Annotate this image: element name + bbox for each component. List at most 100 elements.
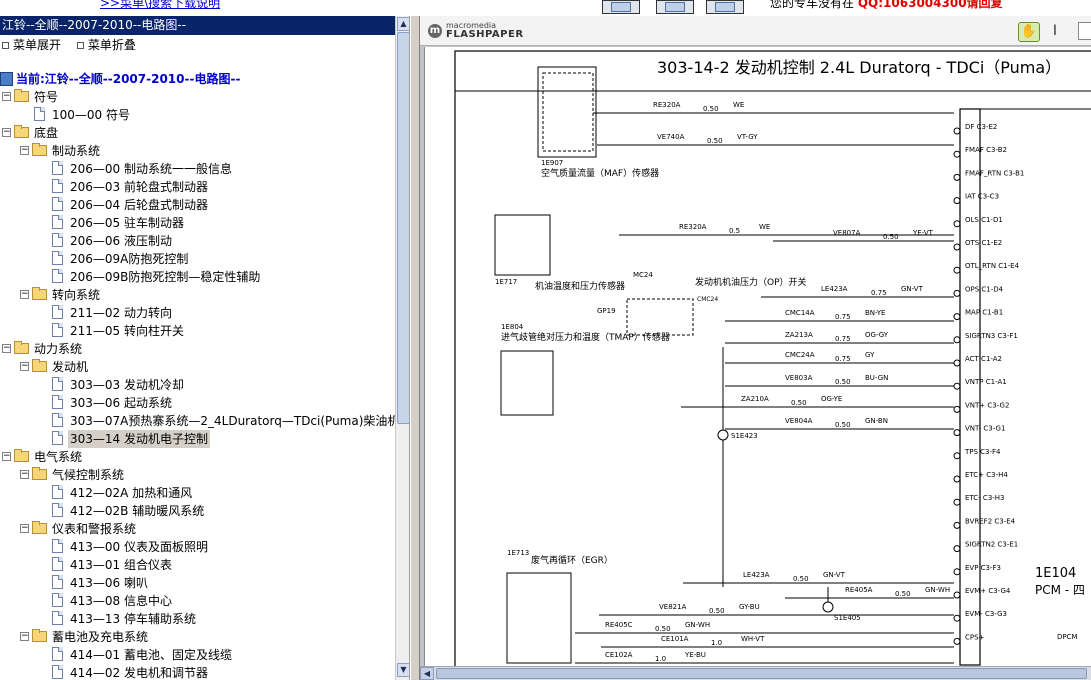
pcm-pin-label: CPS+	[965, 633, 985, 641]
scroll-thumb[interactable]	[397, 32, 409, 424]
pcm-pin-label: ACT C1-A2	[965, 355, 1002, 363]
pcm-pin-label: SIGRTN3 C3-F1	[965, 332, 1018, 340]
toolbar-button-1[interactable]	[602, 0, 640, 14]
wire-id-label: CMC24A	[785, 351, 815, 359]
wire-size-label: 0.75	[835, 313, 851, 321]
text-select-icon: I	[1052, 23, 1058, 39]
wire-id-label: VE804A	[785, 417, 813, 425]
pcm-pin-terminal	[953, 289, 961, 297]
pcm-pin-terminal	[953, 243, 961, 251]
pcm-pin-terminal	[953, 127, 961, 135]
pcm-pin-terminal	[953, 150, 961, 158]
tree-item-label: 413—08 信息中心	[70, 594, 172, 608]
tree-item-label: 206—00 制动系统一一般信息	[70, 162, 232, 176]
flashpaper-viewer: m macromedia FLASHPAPER ✋ I 303-14-2 发动机…	[420, 16, 1091, 680]
folder-open-icon	[14, 341, 29, 354]
collapse-toggle-icon[interactable]: −	[20, 289, 29, 299]
pcm-pin-terminal	[953, 336, 961, 344]
document-icon	[52, 269, 63, 283]
viewer-toolbar: m macromedia FLASHPAPER ✋ I	[420, 16, 1091, 46]
scroll-left-arrow[interactable]: ◀	[420, 667, 434, 680]
toolbar-button-2[interactable]	[656, 0, 694, 14]
toolbar-button-3[interactable]	[706, 0, 744, 14]
help-link[interactable]: >>菜单\搜索下载说明	[100, 0, 221, 10]
collapse-toggle-icon[interactable]: −	[2, 91, 11, 101]
pcm-pin-label: TPS C3-F4	[964, 448, 1001, 456]
ops-label: 发动机机油压力（OP）开关	[695, 276, 807, 288]
wire-id-label: CE101A	[661, 635, 689, 643]
scroll-down-arrow[interactable]: ▼	[397, 663, 409, 677]
wire-id-label: RE320A	[679, 223, 707, 231]
wire-color-label: WE	[733, 101, 744, 109]
tmap-label: 进气歧管绝对压力和温度（TMAP）传感器	[501, 331, 670, 343]
collapse-toggle-icon[interactable]: −	[20, 631, 29, 641]
folder-open-icon	[14, 449, 29, 462]
tree-item-label: 414—02 发电机和调节器	[70, 666, 208, 680]
pcm-pin-label: OPS C1-D4	[965, 285, 1004, 293]
hand-icon: ✋	[1020, 24, 1038, 39]
wire-color-label: YE-BU	[684, 651, 706, 659]
document-icon	[34, 107, 45, 121]
wire-color-label: GY-BU	[739, 603, 760, 611]
gp-label: GP19	[597, 307, 616, 315]
window-icon	[715, 2, 735, 12]
window-icon	[611, 2, 631, 12]
tree-item-label: 303—06 起动系统	[70, 396, 172, 410]
document-icon	[52, 377, 63, 391]
collapse-toggle-icon[interactable]: −	[2, 451, 11, 461]
pcm-pin-label: ETC+ C3-H4	[965, 471, 1008, 479]
pcm-pin-terminal	[953, 382, 961, 390]
pcm-pin-label: IAT C3-C3	[965, 193, 999, 201]
tree-scrollbar[interactable]: ▲ ▼	[395, 16, 409, 680]
wire-color-label: GN-BN	[865, 417, 888, 425]
pcm-pin-terminal	[953, 359, 961, 367]
collapse-toggle-icon[interactable]: −	[20, 469, 29, 479]
wire-id-label: CE102A	[605, 651, 633, 659]
zoom-box-button[interactable]	[1078, 22, 1091, 40]
collapse-toggle-icon[interactable]: −	[2, 127, 11, 137]
h-scroll-thumb[interactable]	[436, 668, 1087, 679]
pcm-pin-terminal	[953, 429, 961, 437]
expand-icon	[2, 41, 9, 49]
document-icon	[52, 593, 63, 607]
pcm-pin-terminal	[953, 266, 961, 274]
viewer-horizontal-scrollbar[interactable]: ◀	[420, 666, 1091, 680]
document-page[interactable]: 303-14-2 发动机控制 2.4L Duratorq - TDCi（Puma…	[424, 47, 1091, 668]
scroll-up-arrow[interactable]: ▲	[397, 17, 409, 31]
pcm-pin-label: VNTP C1-A1	[965, 378, 1007, 386]
document-icon	[52, 215, 63, 229]
text-select-button[interactable]: I	[1046, 22, 1064, 42]
collapse-toggle-icon[interactable]: −	[20, 523, 29, 533]
collapse-toggle-icon[interactable]: −	[20, 145, 29, 155]
tree-item-label: 412—02A 加热和通风	[70, 486, 193, 500]
wire-size-label: 0.50	[703, 105, 719, 113]
expand-all-button[interactable]: 菜单展开	[0, 36, 61, 53]
collapse-all-button[interactable]: 菜单折叠	[75, 36, 136, 53]
wire-id-label: VE803A	[785, 374, 813, 382]
document-icon	[52, 251, 63, 265]
qq-contact-link[interactable]: QQ:1063004300	[857, 0, 967, 10]
wire-id-label: ZA210A	[741, 395, 769, 403]
pcm-pin-terminal	[953, 173, 961, 181]
collapse-toggle-icon[interactable]: −	[2, 343, 11, 353]
collapse-toggle-icon[interactable]: −	[20, 361, 29, 371]
tree-item-label: 仪表和警报系统	[52, 522, 137, 536]
document-icon	[52, 179, 63, 193]
pcm-pin-terminal	[953, 475, 961, 483]
document-icon	[52, 431, 63, 445]
maf-label: 空气质量流量（MAF）传感器	[541, 167, 659, 179]
folder-open-icon	[32, 287, 47, 300]
pcm-pin-label: EVP C3-F3	[965, 564, 1001, 572]
navigation-pane: 江铃--全顺--2007-2010--电路图-- 菜单展开 菜单折叠 当前:江铃…	[0, 16, 410, 680]
tree-item-label: 206—09B防抱死控制—稳定性辅助	[70, 270, 261, 284]
tree-item-label: 206—03 前轮盘式制动器	[70, 180, 208, 194]
pane-splitter[interactable]	[410, 16, 420, 680]
wire-color-label: OG-GY	[865, 331, 889, 339]
pcm-pin-label: DF C3-E2	[965, 123, 997, 131]
wire-id-label: RE405A	[845, 586, 873, 594]
folder-open-icon	[32, 143, 47, 156]
tree-item-label: 制动系统	[52, 144, 101, 158]
hand-tool-button[interactable]: ✋	[1018, 22, 1040, 42]
